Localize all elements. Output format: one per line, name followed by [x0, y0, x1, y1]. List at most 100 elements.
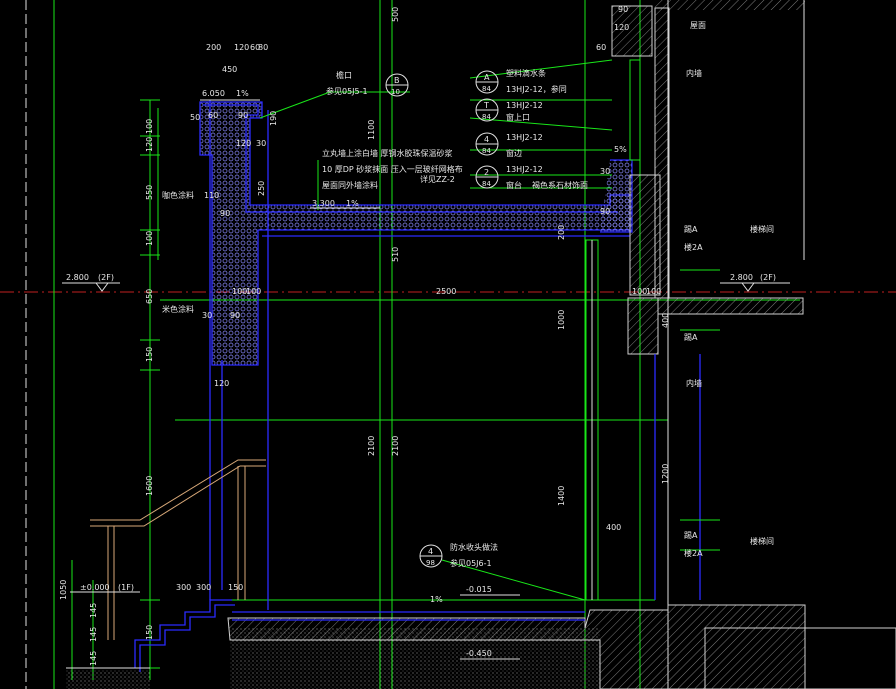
svg-text:30: 30 [256, 139, 266, 148]
svg-text:(1F): (1F) [118, 583, 134, 592]
svg-text:1600: 1600 [145, 476, 154, 496]
finish-tag-1: 踢A [684, 225, 698, 234]
svg-text:10: 10 [391, 88, 400, 96]
svg-text:150: 150 [145, 347, 154, 362]
svg-text:(2F): (2F) [98, 273, 114, 282]
svg-text:13HJ2-12，参同: 13HJ2-12，参同 [506, 84, 567, 94]
inner-wall-label-2: 内墙 [686, 378, 702, 388]
room-label-top: 屋面 [690, 21, 706, 30]
callout-T: T 84 13HJ2-12 窗上口 [475, 98, 543, 122]
svg-text:参见05J6-1: 参见05J6-1 [450, 558, 492, 568]
svg-text:1200: 1200 [661, 464, 670, 484]
inner-wall-label-1: 内墙 [686, 68, 702, 78]
paint-note-stone: 褐色系石材饰面 [532, 180, 588, 190]
callout-A: A 84 塑料滴水条 13HJ2-12，参同 [475, 68, 567, 94]
svg-text:塑料滴水条: 塑料滴水条 [506, 68, 546, 78]
ground-slab [66, 599, 896, 689]
svg-text:窗边: 窗边 [506, 148, 522, 158]
level-marker-3300: 3.300 1% [310, 199, 380, 209]
right-wall [585, 0, 805, 689]
room-label-2: 楼梯间 [750, 224, 774, 234]
svg-text:510: 510 [391, 247, 400, 262]
svg-text:400: 400 [606, 523, 621, 532]
svg-text:100: 100 [632, 287, 647, 296]
svg-text:120: 120 [236, 139, 251, 148]
svg-text:120: 120 [614, 23, 629, 32]
layer-note-1: 立丸墙上涂白墙 厚钢水胶珠保温砂浆 [322, 148, 453, 158]
svg-text:84: 84 [482, 147, 491, 155]
svg-text:190: 190 [269, 111, 278, 126]
svg-text:参见05J5-1: 参见05J5-1 [326, 86, 368, 96]
svg-text:80: 80 [258, 43, 268, 52]
svg-text:2.800: 2.800 [66, 273, 89, 282]
svg-text:145: 145 [89, 651, 98, 666]
svg-text:200: 200 [557, 225, 566, 240]
svg-text:90: 90 [618, 5, 628, 14]
layer-note-4: 详见ZZ-2 [420, 174, 455, 184]
svg-text:400: 400 [661, 313, 670, 328]
finish-tag-2: 楼2A [684, 242, 703, 252]
svg-text:窗台: 窗台 [506, 180, 522, 190]
svg-text:100: 100 [246, 287, 261, 296]
svg-text:98: 98 [426, 559, 435, 567]
svg-text:2500: 2500 [436, 287, 456, 296]
svg-text:90: 90 [230, 311, 240, 320]
svg-text:13HJ2-12: 13HJ2-12 [506, 133, 543, 142]
svg-text:A: A [484, 73, 490, 82]
svg-text:120: 120 [214, 379, 229, 388]
svg-text:T: T [483, 101, 489, 110]
leader-lines [259, 59, 720, 601]
level-m0015: -0.015 [466, 585, 492, 594]
svg-text:1000: 1000 [557, 310, 566, 330]
svg-text:2.800: 2.800 [730, 273, 753, 282]
svg-text:50: 50 [190, 113, 200, 122]
svg-text:100: 100 [232, 287, 247, 296]
callout-B: B 10 檐口 参见05J5-1 [326, 70, 409, 97]
svg-text:145: 145 [89, 627, 98, 642]
svg-text:檐口: 檐口 [336, 70, 352, 80]
svg-text:84: 84 [482, 180, 491, 188]
svg-text:4: 4 [428, 547, 433, 556]
svg-text:90: 90 [600, 207, 610, 216]
svg-text:100: 100 [646, 287, 661, 296]
svg-text:120: 120 [145, 137, 154, 152]
svg-text:3.300: 3.300 [312, 199, 335, 208]
svg-text:13HJ2-12: 13HJ2-12 [506, 101, 543, 110]
svg-text:13HJ2-12: 13HJ2-12 [506, 165, 543, 174]
slope-label: 1% [430, 595, 443, 604]
svg-text:1100: 1100 [367, 120, 376, 140]
svg-text:1400: 1400 [557, 486, 566, 506]
layer-note-2: 10 厚DP 砂浆抹面 压入一层玻纤网格布 [322, 164, 463, 174]
level-m0450: -0.450 [466, 649, 492, 658]
dimension-labels: 200 120 60 80 450 500 1100 510 100 120 5… [59, 5, 670, 666]
svg-text:145: 145 [89, 603, 98, 618]
svg-text:650: 650 [145, 289, 154, 304]
svg-text:窗上口: 窗上口 [506, 112, 530, 122]
paint-note-left-1: 咖色涂料 [162, 190, 194, 200]
callout-4-84: 4 84 13HJ2-12 窗边 [475, 132, 543, 158]
svg-text:6.050: 6.050 [202, 89, 225, 98]
svg-text:120: 120 [234, 43, 249, 52]
paint-note-left-2: 米色涂料 [162, 304, 194, 314]
svg-text:防水收头做法: 防水收头做法 [450, 542, 498, 552]
svg-text:B: B [394, 76, 400, 85]
svg-text:550: 550 [145, 185, 154, 200]
svg-text:84: 84 [482, 85, 491, 93]
svg-text:2100: 2100 [367, 436, 376, 456]
svg-text:450: 450 [222, 65, 237, 74]
svg-text:300: 300 [196, 583, 211, 592]
svg-text:60: 60 [250, 43, 260, 52]
svg-text:90: 90 [238, 111, 248, 120]
svg-text:2: 2 [484, 168, 489, 177]
svg-text:150: 150 [145, 625, 154, 640]
level-marker-2800-left: 2.800 (2F) [62, 273, 120, 292]
svg-text:84: 84 [482, 113, 491, 121]
svg-text:±0.000: ±0.000 [80, 583, 110, 592]
svg-text:500: 500 [391, 7, 400, 22]
svg-text:1%: 1% [346, 199, 359, 208]
level-marker-2800-right: 2.800 (2F) [720, 273, 790, 292]
svg-text:30: 30 [600, 167, 610, 176]
finish-tag-4: 踢A [684, 531, 698, 540]
